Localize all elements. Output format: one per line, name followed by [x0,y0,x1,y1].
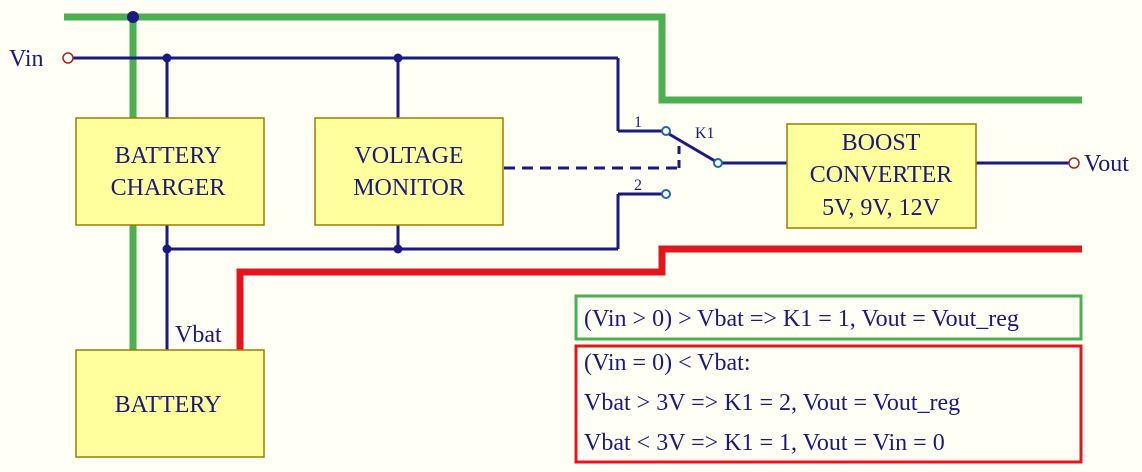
green-condition-text: (Vin > 0) > Vbat => K1 = 1, Vout = Vout_… [584,306,1019,332]
red-condition-box: (Vin = 0) < Vbat: Vbat > 3V => K1 = 2, V… [574,344,1083,464]
switch-position-1-label: 1 [634,114,642,131]
boost-converter-label-line2: CONVERTER [810,162,953,188]
vbat-label: Vbat [175,322,222,348]
terminals [62,52,1080,169]
vout-label: Vout [1084,151,1129,177]
green-condition-box: (Vin > 0) > Vbat => K1 = 1, Vout = Vout_… [574,294,1083,341]
vin-label: Vin [9,46,44,72]
boost-converter-label-line1: BOOST [842,130,921,156]
red-condition-line3: Vbat < 3V => K1 = 1, Vout = Vin = 0 [584,430,945,456]
boost-converter-block: BOOST CONVERTER 5V, 9V, 12V [786,123,977,229]
voltage-monitor-label-line2: MONITOR [353,175,465,201]
switch-k1-label: K1 [695,125,715,142]
red-condition-line1: (Vin = 0) < Vbat: [584,350,751,376]
battery-charger-block: BATTERY CHARGER [75,117,265,226]
voltage-monitor-block: VOLTAGE MONITOR [314,117,504,226]
battery-label: BATTERY [115,392,222,418]
switch-contacts [661,126,723,199]
junction-dots [127,11,403,254]
boost-converter-label-line3: 5V, 9V, 12V [822,195,940,221]
red-power-path [236,245,1082,350]
battery-charger-label-line2: CHARGER [111,175,226,201]
switch-position-2-label: 2 [634,177,642,194]
battery-block: BATTERY [75,349,265,458]
battery-charger-label-line1: BATTERY [115,143,222,169]
red-condition-line2: Vbat > 3V => K1 = 2, Vout = Vout_reg [584,390,960,416]
voltage-monitor-label-line1: VOLTAGE [354,143,463,169]
